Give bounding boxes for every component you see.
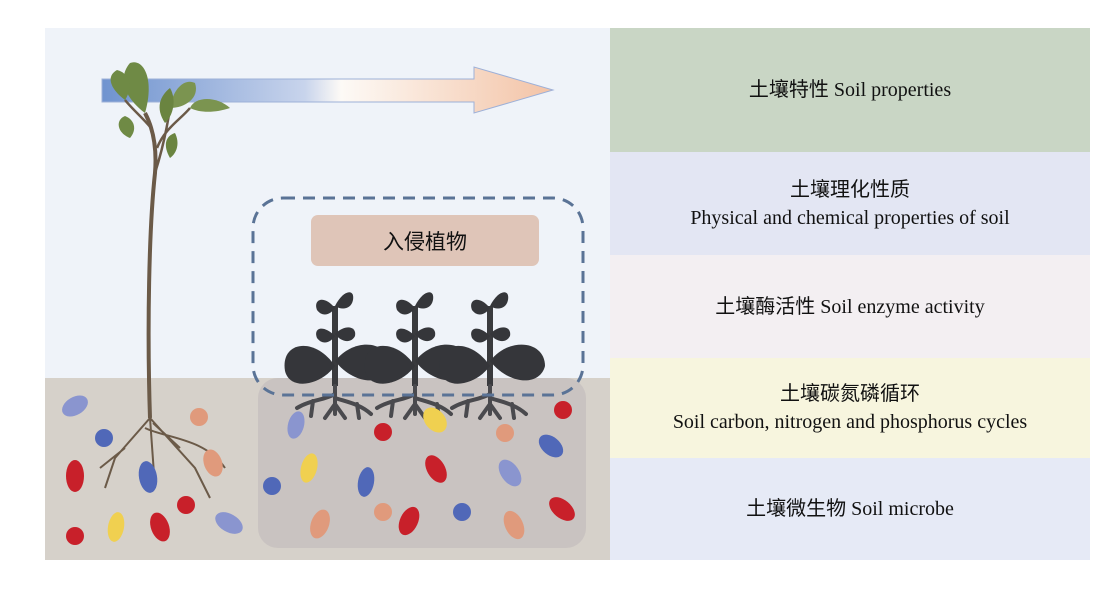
row-text-cn: 土壤理化性质 <box>790 178 910 201</box>
soil-properties-panel: 土壤特性 Soil properties 土壤理化性质 Physical and… <box>610 28 1090 560</box>
invaded-soil-area <box>258 378 586 548</box>
invasive-plant-dashed-frame <box>251 196 585 397</box>
soil-microbes <box>62 395 575 545</box>
row-enzyme-activity: 土壤酶活性 Soil enzyme activity <box>610 255 1090 358</box>
row-soil-properties: 土壤特性 Soil properties <box>610 28 1090 152</box>
row-cnp-cycles: 土壤碳氮磷循环 Soil carbon, nitrogen and phosph… <box>610 358 1090 458</box>
invasive-plants-label: 入侵植物 <box>311 215 539 266</box>
illustration-panel <box>45 28 610 560</box>
native-plant <box>99 62 230 499</box>
row-soil-microbe: 土壤微生物 Soil microbe <box>610 458 1090 560</box>
row-text: 土壤特性 Soil properties <box>748 79 952 101</box>
row-text: 土壤酶活性 Soil enzyme activity <box>715 295 985 318</box>
row-physical-chemical: 土壤理化性质 Physical and chemical properties … <box>610 152 1090 255</box>
row-text-en: Soil carbon, nitrogen and phosphorus cyc… <box>672 411 1028 433</box>
row-text-en: Physical and chemical properties of soil <box>690 206 1010 229</box>
row-text-cn: 土壤碳氮磷循环 <box>780 383 920 405</box>
row-text: 土壤微生物 Soil microbe <box>746 498 954 520</box>
